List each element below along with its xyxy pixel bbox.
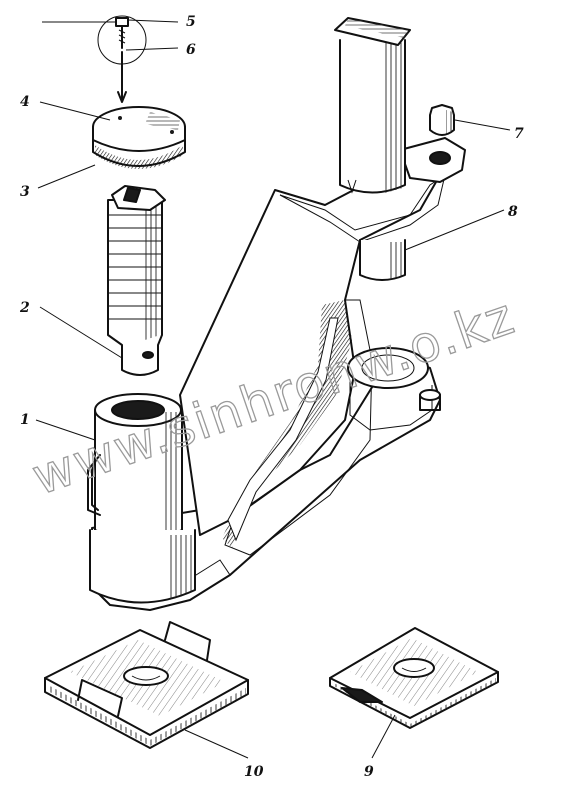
leader-3 — [37, 164, 96, 189]
leader-5b — [127, 19, 179, 23]
label-10: 10 — [244, 764, 264, 780]
label-2: 2 — [19, 300, 30, 316]
leader-1 — [35, 419, 96, 441]
grease-fitting — [429, 104, 455, 136]
leader-6 — [125, 47, 179, 51]
screw-detail — [97, 15, 147, 103]
label-3: 3 — [20, 184, 30, 200]
leader-8 — [404, 209, 505, 251]
label-9: 9 — [364, 764, 374, 780]
ribbed-spindle — [107, 185, 166, 376]
label-1: 1 — [20, 412, 30, 428]
label-7: 7 — [514, 126, 524, 142]
bushing-sleeve — [87, 393, 196, 604]
plate-with-handles — [44, 621, 249, 749]
label-4: 4 — [20, 94, 30, 110]
part-labels: 5 6 4 3 2 1 7 8 9 10 — [19, 14, 524, 780]
leader-7 — [454, 119, 511, 131]
spindle-ribs — [108, 205, 162, 340]
leader-2 — [39, 306, 123, 359]
label-6: 6 — [186, 42, 196, 58]
leader-4 — [39, 101, 111, 121]
leader-lines — [35, 19, 511, 759]
leader-10 — [184, 729, 249, 759]
label-8: 8 — [508, 204, 518, 220]
leader-9 — [371, 714, 396, 759]
ram-column — [334, 17, 411, 194]
cover-disc — [92, 106, 186, 152]
small-plate — [329, 627, 499, 729]
label-5: 5 — [186, 14, 196, 30]
